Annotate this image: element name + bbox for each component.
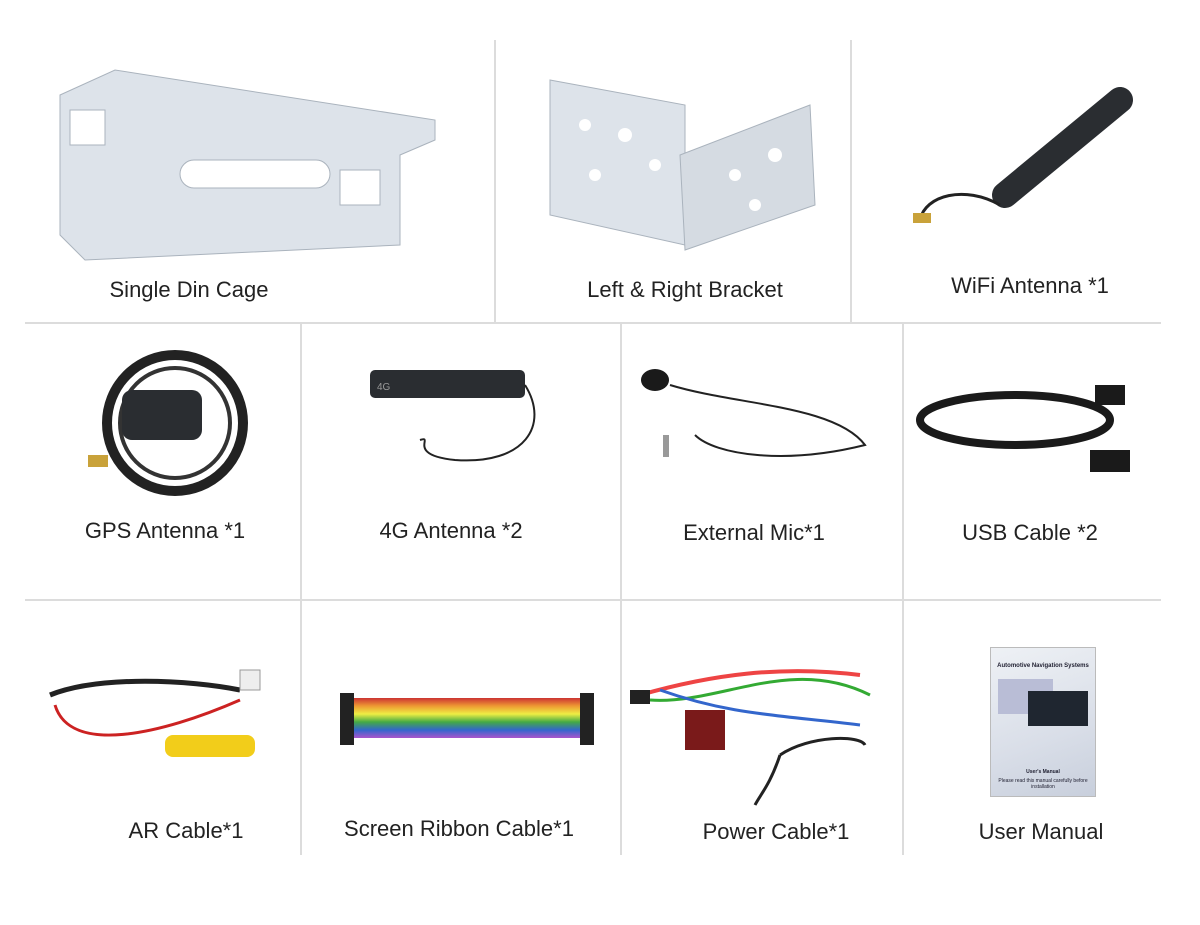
label-external-mic: External Mic*1 bbox=[683, 520, 825, 545]
manual-note: Please read this manual carefully before… bbox=[998, 778, 1088, 790]
divider bbox=[494, 40, 496, 323]
4g-antenna-image: 4G bbox=[370, 370, 536, 462]
4g-mark: 4G bbox=[377, 382, 391, 393]
external-mic-image bbox=[641, 369, 867, 457]
divider bbox=[300, 323, 302, 855]
divider bbox=[850, 40, 852, 323]
single-din-cage-image bbox=[59, 69, 436, 261]
gps-antenna-image bbox=[88, 350, 248, 496]
divider bbox=[902, 323, 904, 855]
label-ar-cable: AR Cable*1 bbox=[128, 818, 244, 843]
manual-title: Automotive Navigation Systems bbox=[997, 663, 1089, 669]
divider bbox=[25, 322, 1161, 324]
ar-cable-image bbox=[49, 669, 261, 757]
label-gps-antenna: GPS Antenna *1 bbox=[84, 518, 246, 543]
user-manual-image: Automotive Navigation Systems User's Man… bbox=[990, 647, 1096, 797]
label-wifi-antenna: WiFi Antenna *1 bbox=[951, 273, 1109, 298]
label-bracket: Left & Right Bracket bbox=[587, 277, 783, 302]
power-cable-image bbox=[630, 669, 871, 806]
manual-subtitle: User's Manual bbox=[1026, 769, 1060, 775]
divider bbox=[620, 323, 622, 855]
manual-screen-graphic bbox=[1028, 691, 1088, 726]
wifi-antenna-image bbox=[913, 87, 1133, 223]
ribbon-cable-image bbox=[340, 693, 594, 745]
divider bbox=[25, 599, 1161, 601]
label-ribbon-cable: Screen Ribbon Cable*1 bbox=[344, 816, 574, 841]
label-user-manual: User Manual bbox=[978, 819, 1104, 844]
label-single-din-cage: Single Din Cage bbox=[109, 277, 269, 302]
manual-screens bbox=[994, 679, 1092, 729]
label-power-cable: Power Cable*1 bbox=[702, 819, 850, 844]
label-usb-cable: USB Cable *2 bbox=[962, 520, 1098, 545]
label-4g-antenna: 4G Antenna *2 bbox=[379, 518, 523, 543]
usb-cable-image bbox=[916, 385, 1130, 472]
bracket-image bbox=[549, 79, 816, 251]
